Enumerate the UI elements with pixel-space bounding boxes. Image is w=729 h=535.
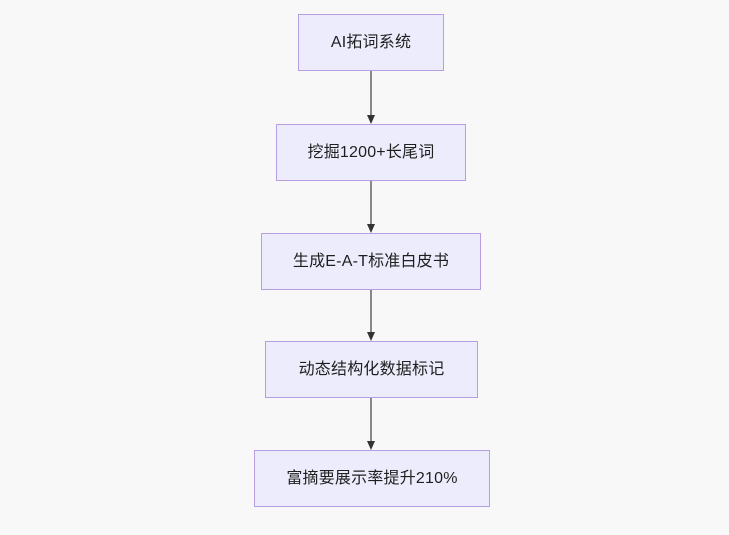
- flowchart-node-mine-longtail-keywords[interactable]: 挖掘1200+长尾词: [276, 124, 466, 181]
- node-label: 挖掘1200+长尾词: [307, 143, 435, 161]
- node-label: 动态结构化数据标记: [298, 360, 445, 378]
- flowchart-node-generate-eat-whitepaper[interactable]: 生成E-A-T标准白皮书: [261, 233, 481, 290]
- flowchart-node-rich-snippet-rate-increase[interactable]: 富摘要展示率提升210%: [254, 450, 490, 507]
- flowchart-node-ai-keyword-system[interactable]: AI拓词系统: [298, 14, 444, 71]
- node-label: 富摘要展示率提升210%: [286, 469, 458, 487]
- node-label: 生成E-A-T标准白皮书: [292, 252, 450, 270]
- node-label: AI拓词系统: [330, 33, 412, 51]
- flowchart-node-dynamic-structured-data-markup[interactable]: 动态结构化数据标记: [265, 341, 478, 398]
